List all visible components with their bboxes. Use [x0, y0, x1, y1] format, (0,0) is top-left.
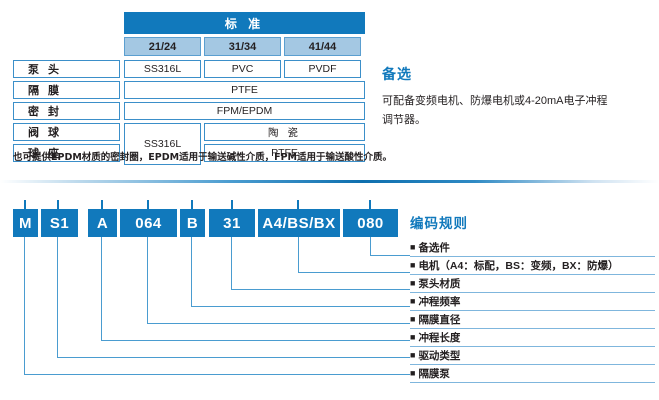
table-row: 隔 膜 PTFE	[13, 81, 365, 99]
code-block-stroke-length[interactable]: A	[88, 209, 117, 237]
option-panel-title: 备选	[382, 66, 412, 82]
code-string-diagram: M S1 A 064 B 31 A4/BS/BX 080	[0, 200, 659, 400]
rule-item-label: 备选件	[418, 242, 450, 254]
rule-item-label: 泵头材质	[418, 278, 461, 290]
rule-item-label: 隔膜泵	[418, 368, 450, 380]
square-bullet-icon: ■	[410, 350, 416, 360]
cell-valveball-ceramic: 陶 瓷	[204, 123, 365, 141]
leader-line-drive-type	[57, 357, 410, 358]
code-block-motor[interactable]: A4/BS/BX	[258, 209, 340, 237]
code-tick	[147, 200, 149, 209]
table-sub-header-row: 21/24 31/34 41/44	[124, 37, 365, 56]
rule-item-label: 驱动类型	[418, 350, 461, 362]
option-panel-body: 可配备变频电机、防爆电机或4-20mA电子冲程调节器。	[382, 95, 608, 127]
leader-line-stroke-freq	[191, 237, 192, 306]
rule-item-pumphead-material: ■泵头材质	[410, 275, 655, 293]
row-label-pump-head: 泵 头	[13, 60, 120, 78]
option-panel: 备选 可配备变频电机、防爆电机或4-20mA电子冲程调节器。	[382, 64, 652, 131]
table-row: 泵 头 SS316L PVC PVDF	[13, 60, 365, 78]
leader-line-motor	[298, 272, 410, 273]
spec-table-footnote: 也可提供EPDM材质的密封圈，EPDM适用于输送碱性介质，FPM适用于输送酸性介…	[13, 152, 392, 163]
coding-rule-panel: 编码规则 ■备选件 ■电机（A4：标配，BS：变频，BX：防爆） ■泵头材质 ■…	[410, 212, 655, 383]
leader-line-option	[370, 237, 371, 255]
cell-seal-all: FPM/EPDM	[124, 102, 365, 120]
coding-rule-title: 编码规则	[410, 216, 468, 231]
cell-pumphead-2124: SS316L	[124, 60, 201, 78]
table-row: 阀 球	[13, 123, 124, 141]
leader-line-diaphragm-dia	[147, 323, 410, 324]
row-label-ball-seat: 球 座	[13, 144, 120, 162]
code-tick	[191, 200, 193, 209]
cell-diaphragm-all: PTFE	[124, 81, 365, 99]
code-block-stroke-freq[interactable]: B	[180, 209, 205, 237]
rule-item-drive-type: ■驱动类型	[410, 347, 655, 365]
code-tick	[231, 200, 233, 209]
table-row: 球 座	[13, 144, 124, 162]
square-bullet-icon: ■	[410, 260, 416, 270]
row-label-diaphragm: 隔 膜	[13, 81, 120, 99]
rule-item-diaphragm-pump: ■隔膜泵	[410, 365, 655, 383]
section-divider	[0, 180, 659, 183]
code-tick	[24, 200, 26, 209]
rule-item-option: ■备选件	[410, 239, 655, 257]
row-label-seal: 密 封	[13, 102, 120, 120]
code-tick	[101, 200, 103, 209]
sub-header-31-34: 31/34	[204, 37, 281, 56]
rule-item-stroke-length: ■冲程长度	[410, 329, 655, 347]
sub-header-41-44: 41/44	[284, 37, 361, 56]
square-bullet-icon: ■	[410, 242, 416, 252]
leader-line-stroke-length	[101, 340, 410, 341]
leader-line-pumphead	[231, 237, 232, 289]
rule-item-label: 冲程长度	[418, 332, 461, 344]
row-label-valve-ball: 阀 球	[13, 123, 120, 141]
sub-header-21-24: 21/24	[124, 37, 201, 56]
leader-line-diaphragm-pump	[24, 237, 25, 374]
table-main-header: 标 准	[124, 12, 365, 34]
square-bullet-icon: ■	[410, 296, 416, 306]
code-block-diaphragm-pump[interactable]: M	[13, 209, 38, 237]
leader-line-drive-type	[57, 237, 58, 357]
code-block-option[interactable]: 080	[343, 209, 398, 237]
code-tick	[369, 200, 371, 209]
cell-ballseat-ptfe: PTFE	[204, 144, 365, 162]
cell-pumphead-4144: PVDF	[284, 60, 361, 78]
square-bullet-icon: ■	[410, 368, 416, 378]
code-block-diaphragm-dia[interactable]: 064	[120, 209, 177, 237]
leader-line-diaphragm-dia	[147, 237, 148, 323]
cell-pumphead-3134: PVC	[204, 60, 281, 78]
code-block-drive-type[interactable]: S1	[41, 209, 78, 237]
rule-item-diaphragm-diameter: ■隔膜直径	[410, 311, 655, 329]
rule-item-label: 冲程频率	[418, 296, 461, 308]
rule-item-stroke-frequency: ■冲程频率	[410, 293, 655, 311]
leader-line-stroke-length	[101, 237, 102, 340]
square-bullet-icon: ■	[410, 332, 416, 342]
cell-valveball-2124-merged: SS316L	[124, 123, 201, 165]
rule-item-motor: ■电机（A4：标配，BS：变频，BX：防爆）	[410, 257, 655, 275]
leader-line-stroke-freq	[191, 306, 410, 307]
rule-item-label: 隔膜直径	[418, 314, 461, 326]
code-tick	[297, 200, 299, 209]
leader-line-option	[370, 255, 410, 256]
leader-line-motor	[298, 237, 299, 272]
spec-table: 标 准 21/24 31/34 41/44 泵 头 SS316L PVC PVD…	[13, 12, 365, 165]
leader-line-pumphead	[231, 289, 410, 290]
table-row: 密 封 FPM/EPDM	[13, 102, 365, 120]
square-bullet-icon: ■	[410, 278, 416, 288]
rule-item-label: 电机（A4：标配，BS：变频，BX：防爆）	[418, 260, 619, 272]
code-block-pumphead-mat[interactable]: 31	[209, 209, 255, 237]
leader-line-diaphragm-pump	[24, 374, 410, 375]
square-bullet-icon: ■	[410, 314, 416, 324]
code-tick	[57, 200, 59, 209]
